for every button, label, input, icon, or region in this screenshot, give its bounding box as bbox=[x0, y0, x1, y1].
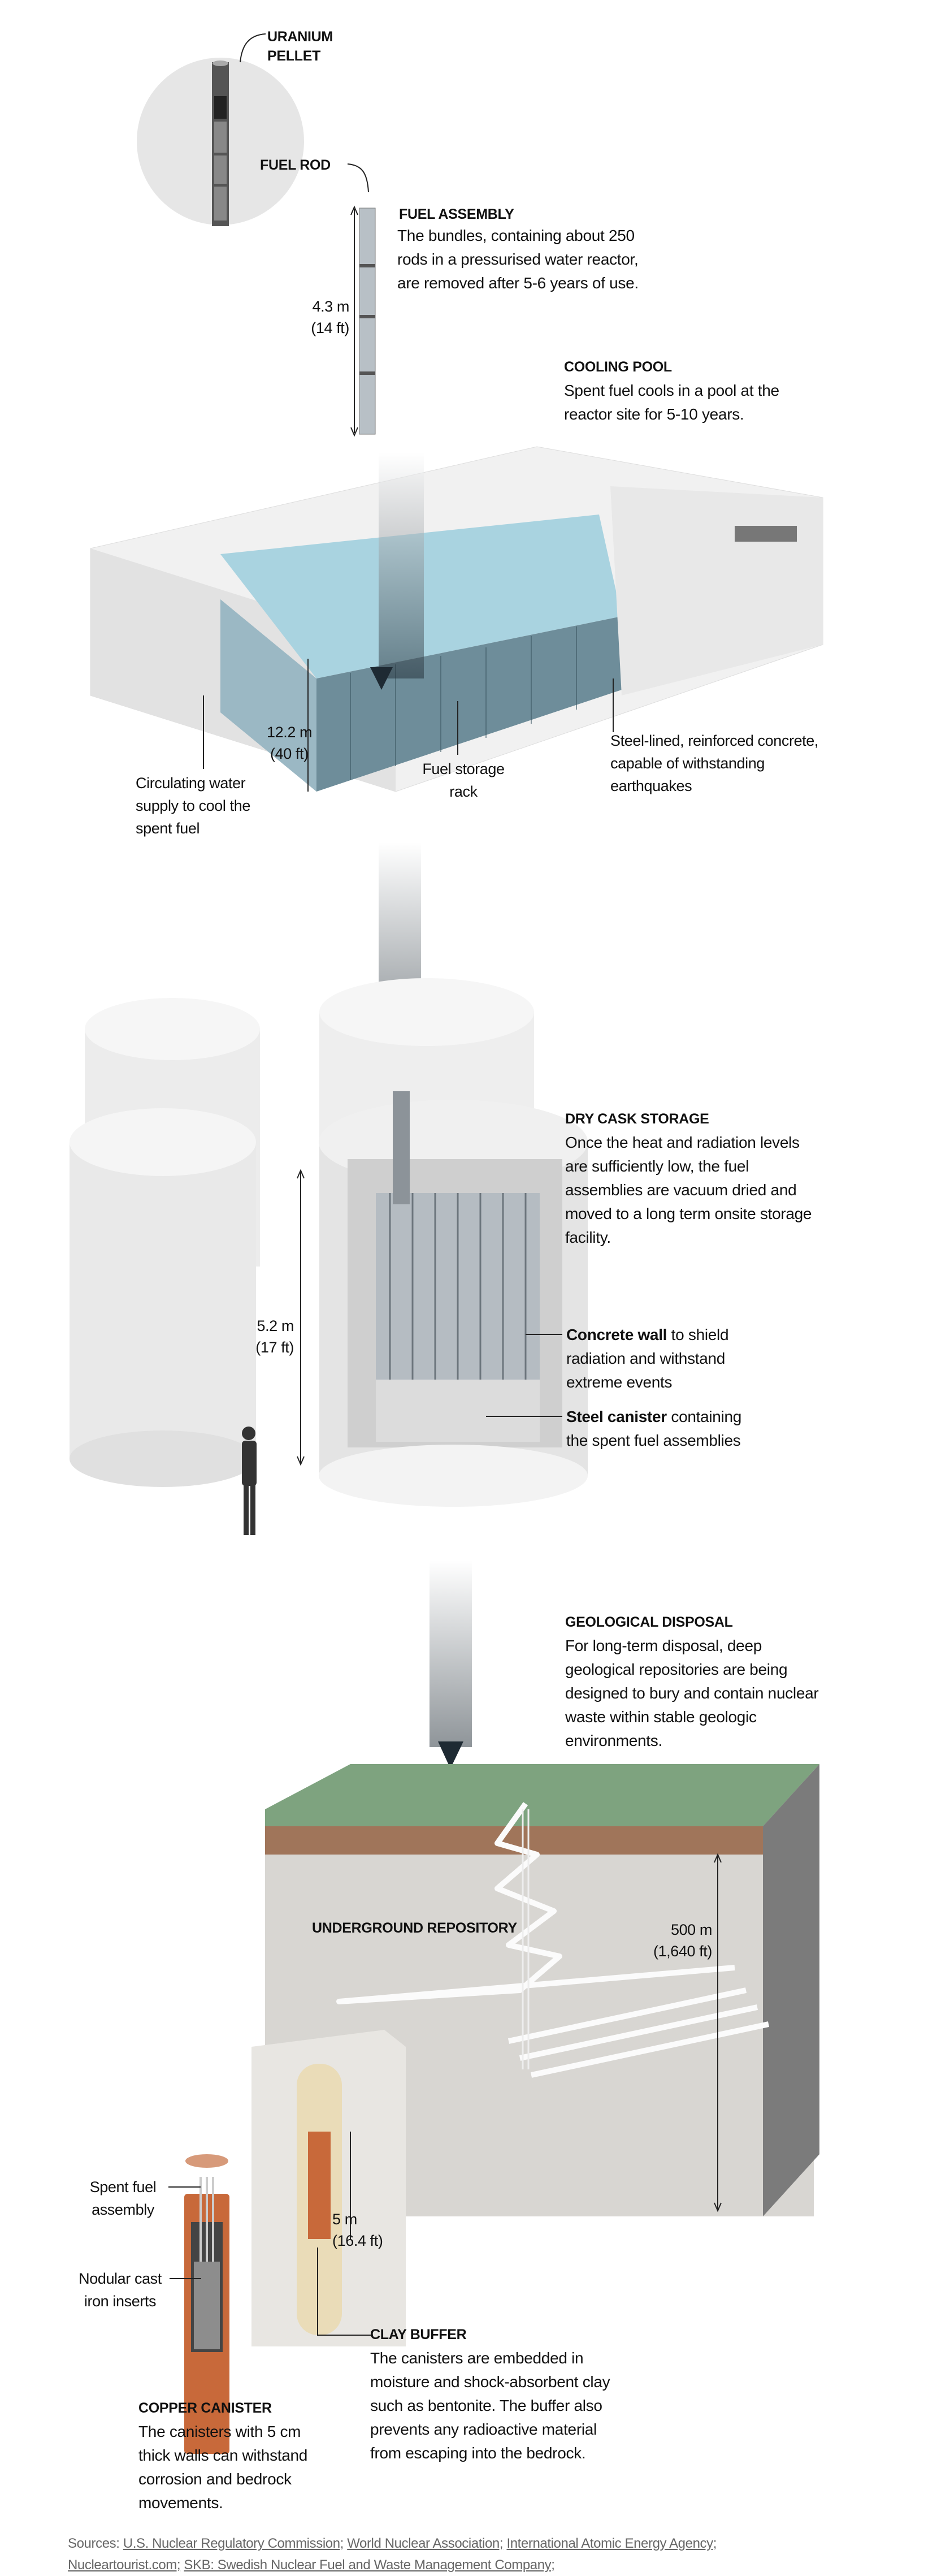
canister-length-m: 5 m bbox=[332, 2211, 357, 2228]
assembly-height-ft: (14 ft) bbox=[311, 319, 349, 336]
geological-disposal-text: For long-term disposal, deep geological … bbox=[565, 1637, 819, 1749]
source-link-nucleartourist[interactable]: Nucleartourist.com; bbox=[68, 2557, 181, 2573]
steel-lined-concrete-label: Steel-lined, reinforced concrete, capabl… bbox=[610, 732, 819, 794]
clay-buffer-text: The canisters are embedded in moisture a… bbox=[370, 2349, 610, 2462]
geological-repository-illustration bbox=[168, 1561, 819, 2454]
repository-depth-ft: (1,640 ft) bbox=[653, 1943, 712, 1960]
repository-depth-m: 500 m bbox=[670, 1921, 712, 1938]
dry-cask-title: DRY CASK STORAGE bbox=[565, 1111, 709, 1127]
source-link-wna[interactable]: World Nuclear Association; bbox=[347, 2536, 504, 2551]
cooling-pool-text: Spent fuel cools in a pool at the reacto… bbox=[564, 382, 779, 423]
dry-cask-text: Once the heat and radiation levels are s… bbox=[565, 1134, 812, 1246]
source-link-skb[interactable]: SKB: Swedish Nuclear Fuel and Waste Mana… bbox=[184, 2557, 555, 2573]
copper-canister-text: The canisters with 5 cm thick walls can … bbox=[138, 2423, 308, 2512]
fuel-storage-rack-label: Fuel storage rack bbox=[422, 760, 505, 800]
clay-buffer-title: CLAY BUFFER bbox=[370, 2327, 467, 2342]
canister-length-ft: (16.4 ft) bbox=[332, 2232, 383, 2249]
fuel-rod-label: FUEL ROD bbox=[260, 157, 331, 173]
underground-repository-label: UNDERGROUND REPOSITORY bbox=[312, 1920, 517, 1936]
sources-prefix: Sources: bbox=[68, 2536, 123, 2551]
spent-fuel-assembly-label: Spent fuel assembly bbox=[89, 2179, 157, 2218]
person-silhouette bbox=[242, 1427, 257, 1535]
concrete-wall-text: to shield radiation and withstand extrem… bbox=[566, 1326, 729, 1391]
concrete-wall-label: Concrete wall to shield radiation and wi… bbox=[566, 1323, 753, 1394]
steel-canister-label: Steel canister containing the spent fuel… bbox=[566, 1405, 758, 1453]
pool-depth-ft: (40 ft) bbox=[270, 745, 309, 762]
cooling-pool-illustration bbox=[90, 446, 823, 792]
sources: Sources: U.S. Nuclear Regulatory Commiss… bbox=[68, 2533, 774, 2576]
uranium-pellet-label: URANIUM PELLET bbox=[267, 29, 333, 64]
cooling-pool-title: COOLING POOL bbox=[564, 359, 672, 375]
cask-height-ft: (17 ft) bbox=[255, 1339, 294, 1356]
pool-depth-m: 12.2 m bbox=[267, 724, 313, 741]
concrete-wall-bold: Concrete wall bbox=[566, 1326, 667, 1343]
copper-canister-title: COPPER CANISTER bbox=[138, 2400, 272, 2416]
source-link-nrc[interactable]: U.S. Nuclear Regulatory Commission; bbox=[123, 2536, 344, 2551]
fuel-assembly-text: The bundles, containing about 250 rods i… bbox=[397, 227, 639, 292]
dry-cask-illustration bbox=[70, 842, 588, 1535]
cask-height-m: 5.2 m bbox=[257, 1317, 294, 1334]
fuel-assembly-title: FUEL ASSEMBLY bbox=[399, 206, 514, 222]
geological-disposal-title: GEOLOGICAL DISPOSAL bbox=[565, 1614, 733, 1630]
circulating-water-label: Circulating water supply to cool the spe… bbox=[136, 775, 250, 837]
assembly-height-m: 4.3 m bbox=[312, 298, 349, 315]
source-link-iaea[interactable]: International Atomic Energy Agency; bbox=[506, 2536, 717, 2551]
nodular-cast-iron-label: Nodular cast iron inserts bbox=[79, 2270, 162, 2310]
steel-canister-bold: Steel canister bbox=[566, 1408, 667, 1425]
steel-canister-text: containing the spent fuel assemblies bbox=[566, 1408, 742, 1449]
fuel-rod-illustration bbox=[137, 33, 376, 437]
